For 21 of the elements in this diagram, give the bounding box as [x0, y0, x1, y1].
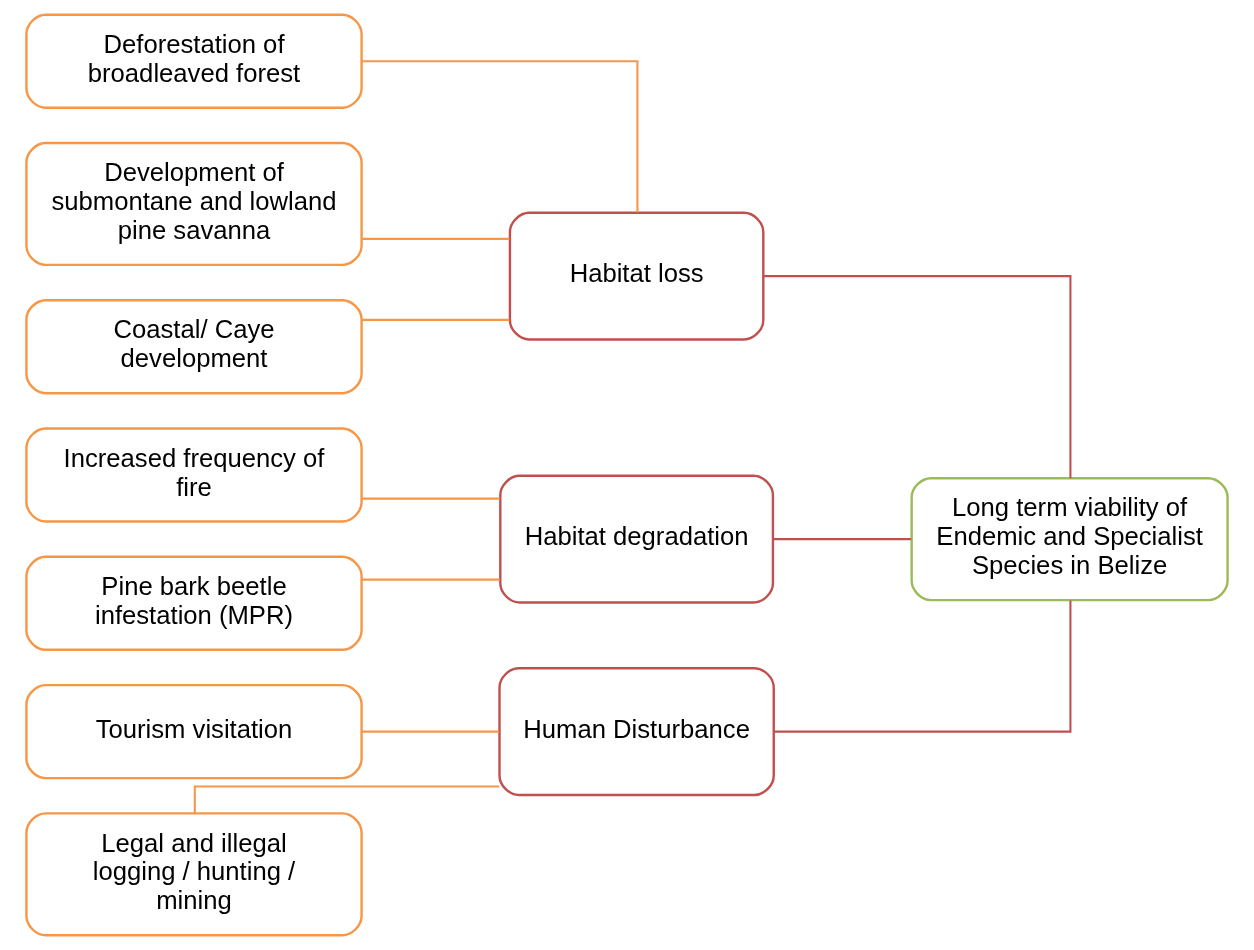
node-box: Habitat loss: [508, 211, 765, 341]
node-box: Deforestation of broadleaved forest: [25, 13, 363, 109]
connector: [773, 600, 1072, 733]
connector: [361, 60, 639, 213]
connector: [361, 730, 499, 733]
node-box: Development of submontane and lowland pine savanna: [25, 141, 363, 267]
node-box: Human Disturbance: [498, 667, 775, 797]
node-box: Legal and illegal logging / hunting / mining: [25, 812, 363, 937]
node-box: Pine bark beetle infestation (MPR): [25, 555, 363, 651]
connector: [773, 538, 912, 541]
connector: [193, 785, 500, 814]
node-box: Increased frequency of fire: [25, 427, 363, 523]
connector: [361, 318, 510, 321]
node-box: Coastal/ Caye development: [25, 299, 363, 395]
connector: [361, 237, 510, 240]
connector: [763, 275, 1072, 479]
connector: [361, 497, 500, 500]
node-box: Long term viability of Endemic and Specialist Species in Belize: [910, 477, 1229, 602]
connector: [361, 578, 500, 581]
node-box: Tourism visitation: [25, 683, 363, 780]
node-box: Habitat degradation: [499, 474, 775, 604]
